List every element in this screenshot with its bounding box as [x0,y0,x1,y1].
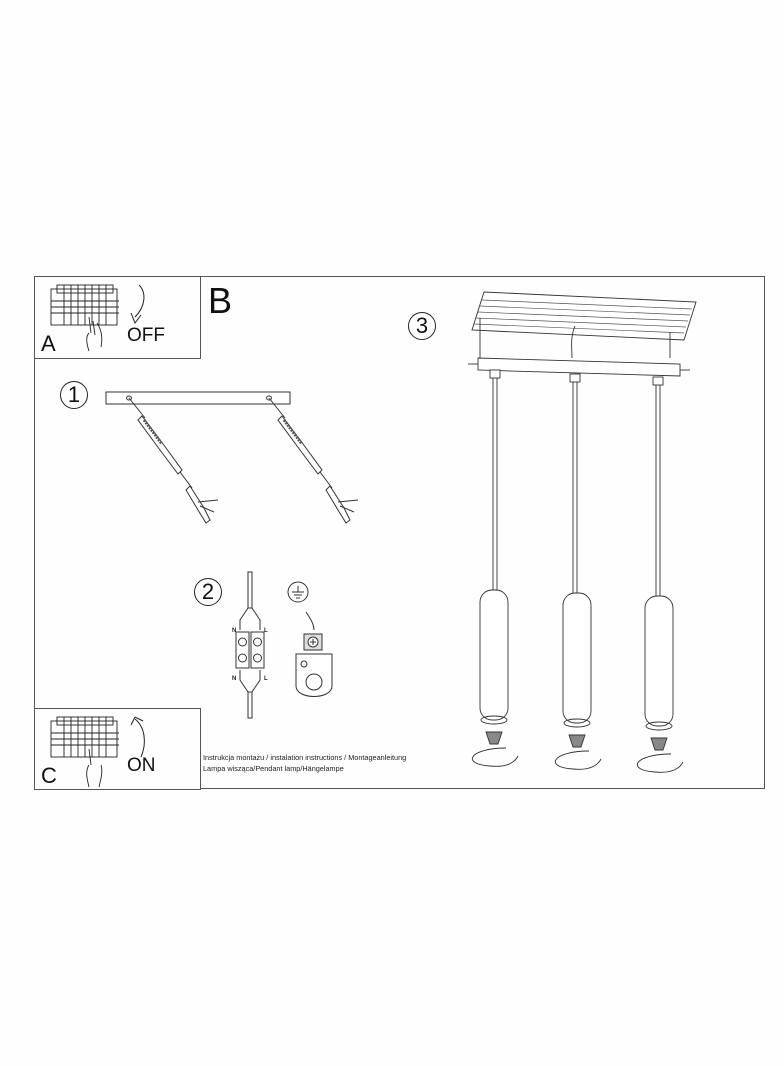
wire-label-l-bottom: L [264,676,268,682]
document-caption: Instrukcja montażu / instalation instruc… [203,753,406,774]
terminal-block-illustration: N L N L [232,571,268,719]
panel-c-power-on: C ON [34,708,201,790]
step-1-badge: 1 [60,381,88,409]
step-3-badge: 3 [408,312,436,340]
ground-connector-illustration [287,581,333,697]
pendant-lamp-illustration [468,291,697,773]
on-label: ON [127,755,156,776]
off-label: OFF [127,325,165,346]
mounting-bar-illustration [105,391,359,524]
instruction-frame [34,276,765,789]
circuit-breaker-icon [50,716,119,788]
panel-a-power-off: A OFF [34,276,201,359]
section-letter-a: A [41,331,56,356]
caption-line-1: Instrukcja montażu / instalation instruc… [203,753,407,762]
step-2-badge: 2 [194,578,222,606]
circuit-breaker-icon [50,284,119,352]
wire-label-n-bottom: N [232,676,236,682]
section-letter-c: C [41,763,57,788]
arrow-up-icon [130,716,145,758]
wire-label-n-top: N [232,628,236,634]
section-letter-b: B [208,280,233,321]
arrow-down-icon [130,284,145,325]
caption-line-2: Lampa wisząca/Pendant lamp/Hängelampe [203,763,344,773]
wire-label-l-top: L [264,628,268,634]
